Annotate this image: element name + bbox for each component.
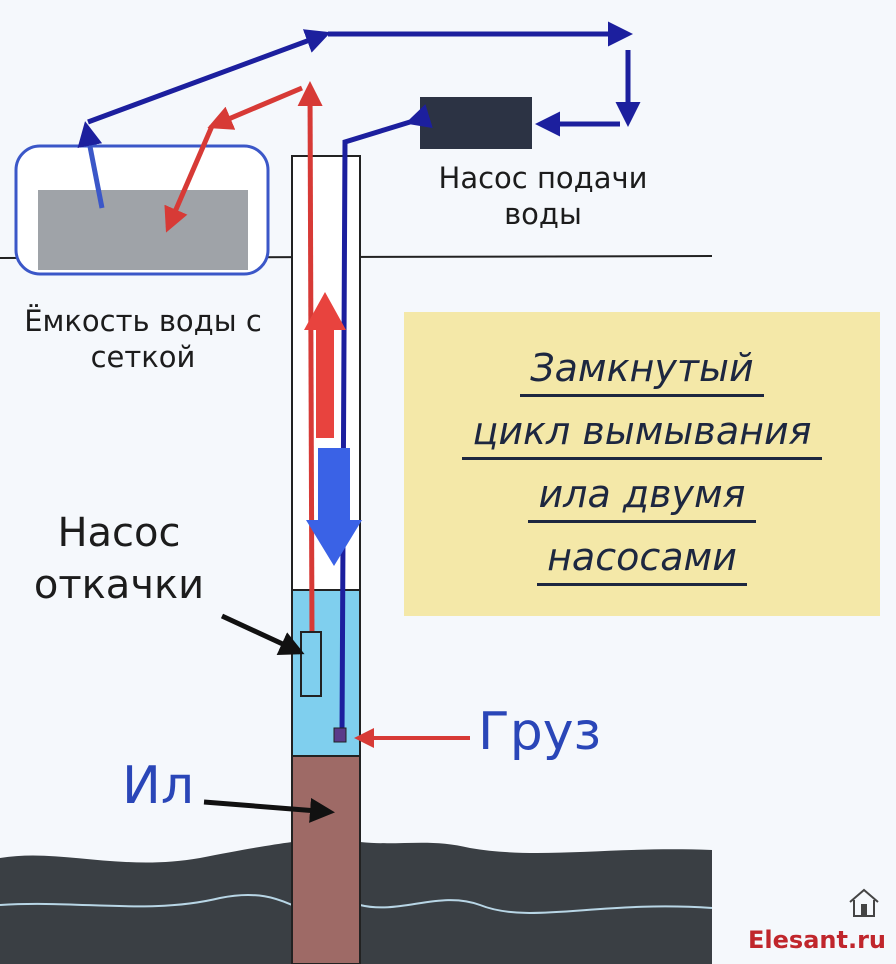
- title-line-4: насосами: [537, 535, 747, 586]
- flow-down-arrow: [306, 448, 362, 566]
- silt-label: Ил: [122, 756, 195, 816]
- supply-pump-label: Насос подачи воды: [438, 161, 648, 232]
- watermark-logo: Elesant.ru: [748, 926, 886, 954]
- cargo-label: Груз: [478, 702, 602, 762]
- title-box: Замкнутый цикл вымывания ила двумя насос…: [404, 312, 880, 616]
- title-line-2: цикл вымывания: [462, 409, 822, 460]
- pump-pointer-arrow: [220, 613, 305, 655]
- tank-water: [38, 190, 248, 270]
- tank-return-arrow: [164, 125, 215, 233]
- return-hose: [297, 81, 323, 641]
- discharge-pump: [300, 631, 322, 697]
- tank-intake-arrow: [77, 121, 105, 209]
- house-icon: [849, 888, 879, 917]
- silt-layer: [291, 755, 361, 964]
- silt-pointer-arrow: [203, 797, 335, 823]
- return-line: [207, 85, 303, 130]
- cargo-weight: [333, 727, 347, 743]
- flow-up-arrow: [304, 292, 346, 438]
- tank-label: Ёмкость воды с сеткой: [24, 304, 262, 375]
- ground-crack: [0, 894, 713, 914]
- discharge-pump-label: Насос откачки: [33, 510, 205, 608]
- supply-pump: [420, 97, 532, 149]
- title-line-1: Замкнутый: [520, 346, 764, 397]
- supply-loop-1: [87, 29, 331, 125]
- title-line-3: ила двумя: [528, 472, 756, 523]
